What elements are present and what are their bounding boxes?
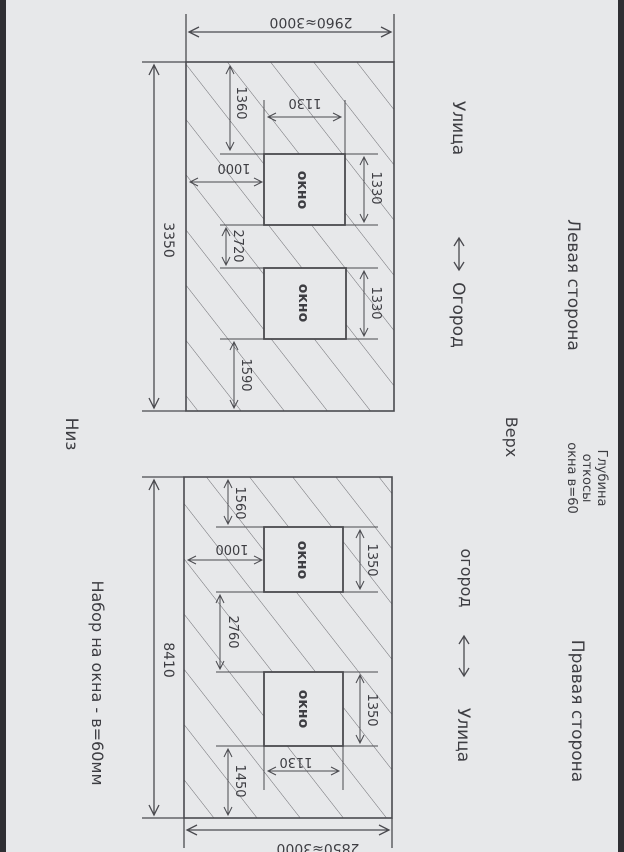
window-label: окно <box>295 690 311 729</box>
depth-note-line-1: Глубина <box>594 450 609 507</box>
right-side-label: Правая сторона <box>567 640 587 782</box>
dim-1330: 1330 <box>368 286 383 319</box>
double-arrow <box>453 236 465 272</box>
wall-hatching <box>186 62 394 411</box>
dim-1360: 1360 <box>233 86 248 119</box>
dim-1590: 1590 <box>238 358 253 391</box>
bottom-label: Низ <box>61 418 81 451</box>
dim-1130: 1130 <box>288 95 321 110</box>
height-label: 3350 <box>160 222 176 258</box>
garden-label-left: Огород <box>448 282 468 348</box>
wall-outline <box>183 476 393 819</box>
dim-1350: 1350 <box>364 543 379 576</box>
sketch-drawing: 2960≈3000 3350 1360 1130 <box>61 14 609 852</box>
width-label: 2850≈3000 <box>277 840 360 852</box>
dim-2760: 2760 <box>225 615 240 648</box>
width-dimension <box>185 14 395 62</box>
wall-hatching <box>184 477 392 818</box>
street-label-right: Улица <box>453 708 473 762</box>
top-label: Верх <box>502 417 521 457</box>
annotations: Улица Огород Левая сторона Верх Низ Глуб… <box>61 101 609 786</box>
height-label: 8410 <box>160 642 176 678</box>
dim-1560: 1560 <box>232 486 247 519</box>
window-label: окно <box>294 541 310 580</box>
garden-label-right: огород <box>457 549 476 608</box>
window-depth-note: Набор на окна - в=60мм <box>88 580 107 785</box>
dim-1000: 1000 <box>217 160 250 175</box>
width-dimension <box>183 818 393 848</box>
dim-1000: 1000 <box>215 541 248 556</box>
street-label-left: Улица <box>448 101 468 155</box>
top-wall: 2960≈3000 3350 1360 1130 <box>142 14 395 412</box>
depth-note-line-2: откосы <box>579 454 594 503</box>
depth-note-line-3: окна в=60 <box>564 442 579 514</box>
left-side-label: Левая сторона <box>563 219 583 351</box>
dim-1450: 1450 <box>232 764 247 797</box>
height-dimension <box>142 61 186 412</box>
dim-2720: 2720 <box>230 229 245 262</box>
window-label: окно <box>294 171 310 210</box>
wall-outline <box>185 61 395 412</box>
dim-1330: 1330 <box>368 171 383 204</box>
bottom-wall: 8410 2850≈3000 1560 1000 <box>142 476 393 852</box>
window-label: окно <box>295 284 311 323</box>
paper-sheet: 2960≈3000 3350 1360 1130 <box>6 0 618 852</box>
height-dimension <box>142 476 184 819</box>
double-arrow <box>458 634 470 678</box>
dim-1130: 1130 <box>279 754 312 769</box>
dim-1350: 1350 <box>364 693 379 726</box>
width-label: 2960≈3000 <box>270 14 353 30</box>
